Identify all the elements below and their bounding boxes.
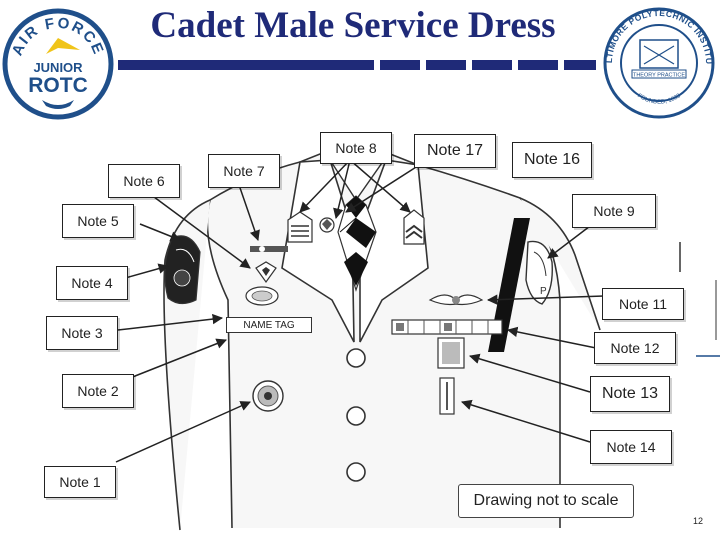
left-rank-insignia-icon bbox=[287, 211, 313, 243]
left-shoulder-patch-icon bbox=[164, 235, 201, 305]
note-7-label: Note 7 bbox=[208, 154, 280, 188]
note-6-label: Note 6 bbox=[108, 164, 180, 198]
small-badge-icon bbox=[255, 261, 277, 284]
name-tag: NAME TAG bbox=[226, 317, 312, 333]
bpi-seal-logo: BALTIMORE POLYTECHNIC INSTITUTE THEORY P… bbox=[602, 6, 715, 119]
nameplate-badge-icon bbox=[437, 337, 465, 369]
note-9-label: Note 9 bbox=[572, 194, 656, 228]
afjrotc-rotc-text: ROTC bbox=[28, 74, 88, 97]
note-12-label: Note 12 bbox=[594, 332, 676, 364]
note-13-label: Note 13 bbox=[590, 376, 670, 412]
leader-arrows bbox=[115, 159, 605, 463]
note-4-label: Note 4 bbox=[56, 266, 128, 300]
left-collar-device-icon bbox=[319, 217, 335, 233]
ribbon-bar-icon bbox=[391, 319, 503, 335]
round-badge-icon bbox=[252, 380, 284, 412]
afjrotc-logo: AIR FORCE JUNIOR ROTC bbox=[2, 8, 114, 120]
note-14-label: Note 14 bbox=[590, 430, 672, 464]
note-3-label: Note 3 bbox=[46, 316, 118, 350]
building-icon bbox=[639, 39, 679, 69]
wings-badge-icon bbox=[428, 294, 484, 306]
right-rank-insignia-icon bbox=[403, 209, 425, 245]
badge-above-left-pocket-icon bbox=[250, 246, 288, 252]
note-5-label: Note 5 bbox=[62, 204, 134, 238]
page-title: Cadet Male Service Dress bbox=[150, 5, 556, 46]
note-8-label: Note 8 bbox=[320, 132, 392, 164]
note-16-label: Note 16 bbox=[512, 142, 592, 178]
page-number: 12 bbox=[693, 516, 704, 526]
oval-badge-icon bbox=[245, 286, 279, 306]
button-2-icon bbox=[346, 406, 366, 426]
button-3-icon bbox=[346, 462, 366, 482]
lamp-icon bbox=[42, 100, 74, 109]
button-1-icon bbox=[346, 348, 366, 368]
title-rule bbox=[118, 60, 596, 70]
note-17-label: Note 17 bbox=[414, 134, 496, 168]
right-shoulder-patch-icon: P bbox=[525, 240, 553, 305]
note-11-label: Note 11 bbox=[602, 288, 684, 320]
note-2-label: Note 2 bbox=[62, 374, 134, 408]
sleeve-braid bbox=[488, 218, 530, 352]
bpi-ribbon-text: THEORY PRACTICE bbox=[633, 73, 685, 79]
svg-text:P: P bbox=[540, 286, 547, 297]
note-1-label: Note 1 bbox=[44, 466, 116, 498]
scale-disclaimer: Drawing not to scale bbox=[458, 484, 634, 518]
tall-badge-icon bbox=[439, 377, 455, 415]
afjrotc-junior-text: JUNIOR bbox=[33, 60, 83, 75]
